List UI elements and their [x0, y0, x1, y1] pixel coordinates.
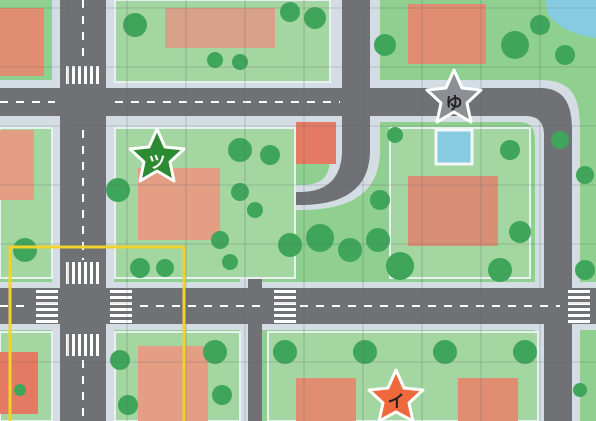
trees	[13, 2, 595, 415]
crosswalk-center-left	[110, 290, 132, 323]
marker-label-i: イ	[388, 392, 405, 412]
marker-tsu[interactable]: ツ	[128, 127, 186, 183]
house-roof	[138, 168, 220, 240]
lots	[0, 0, 539, 421]
water-area	[545, 0, 596, 38]
highlight-region	[8, 245, 186, 421]
crosswalk-mid	[66, 262, 99, 284]
star-marker-icon	[425, 68, 483, 124]
crosswalk-left	[36, 290, 58, 323]
star-marker-icon	[367, 368, 425, 421]
house-roof	[0, 8, 44, 76]
pool	[434, 128, 474, 166]
house-roof	[408, 176, 498, 246]
lane-markings	[0, 0, 560, 421]
house-roof	[138, 346, 208, 421]
marker-yu[interactable]: ゆ	[425, 68, 483, 124]
road-horizontal-bottom	[0, 288, 596, 324]
marker-label-yu: ゆ	[446, 94, 463, 114]
crosswalk-right	[568, 290, 590, 323]
star-marker-icon	[128, 127, 186, 183]
crosswalk-top	[66, 66, 99, 84]
crosswalks	[36, 66, 590, 356]
house-roof	[296, 122, 336, 164]
house-roof	[0, 130, 34, 200]
house-roof	[408, 4, 486, 64]
crosswalk-center	[274, 290, 296, 323]
marker-i[interactable]: イ	[367, 368, 425, 421]
house-roof	[0, 352, 38, 414]
houses	[0, 4, 518, 421]
house-roof	[296, 378, 356, 421]
marker-label-tsu: ツ	[149, 153, 166, 173]
house-roof	[165, 8, 275, 48]
road-curve-right	[380, 88, 572, 421]
crosswalk-bottom	[66, 334, 99, 356]
house-roof	[458, 378, 518, 421]
